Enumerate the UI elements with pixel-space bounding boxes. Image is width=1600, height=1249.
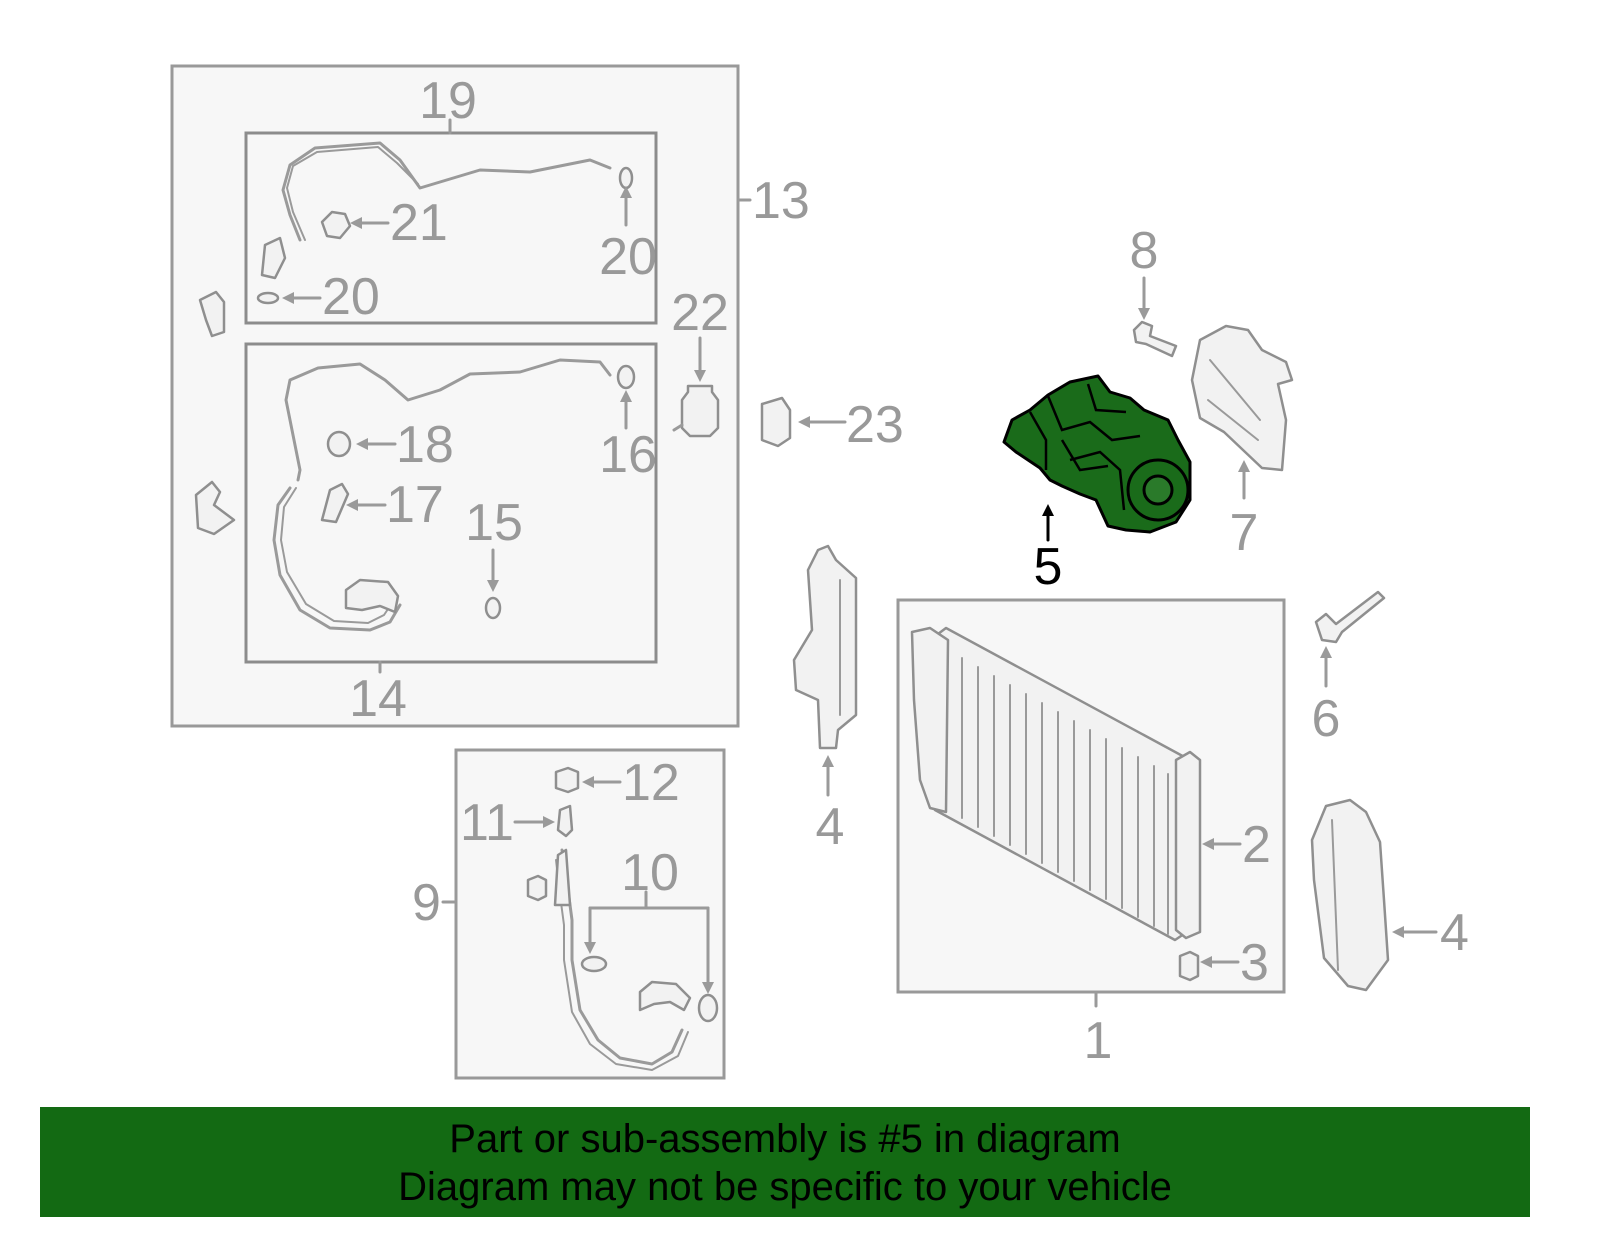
callout-19: 19 <box>419 72 477 130</box>
callout-14: 14 <box>349 670 407 728</box>
callout-21: 21 <box>390 194 448 252</box>
air-guide-4-right <box>1310 798 1390 992</box>
callout-13: 13 <box>752 172 810 230</box>
bolt-6 <box>1314 590 1386 644</box>
info-banner: Part or sub-assembly is #5 in diagram Di… <box>40 1107 1530 1217</box>
callout-4-left: 4 <box>816 798 845 856</box>
clip-21 <box>320 210 352 240</box>
banner-line-2: Diagram may not be specific to your vehi… <box>398 1165 1172 1209</box>
bolt-8 <box>1132 320 1178 358</box>
o-ring-10-b <box>697 993 719 1023</box>
condenser-side-tank <box>910 626 950 814</box>
o-ring-20-left <box>256 291 280 305</box>
plug-3 <box>1178 950 1200 982</box>
callout-17: 17 <box>386 476 444 534</box>
callout-5: 5 <box>1034 538 1063 596</box>
cap-18 <box>326 430 352 458</box>
callout-8: 8 <box>1130 222 1159 280</box>
banner-line-1: Part or sub-assembly is #5 in diagram <box>449 1117 1121 1161</box>
receiver-drier-2 <box>1174 750 1202 940</box>
callout-4-right: 4 <box>1440 904 1469 962</box>
air-guide-4-left <box>792 544 858 750</box>
bracket-23 <box>760 396 792 448</box>
callout-22: 22 <box>671 284 729 342</box>
valve-17 <box>320 482 350 524</box>
callout-16: 16 <box>599 426 657 484</box>
discharge-hose-14 <box>284 358 612 482</box>
o-ring-10-a <box>580 955 608 973</box>
receiver-22 <box>680 384 720 438</box>
group-19-box <box>244 131 658 325</box>
callout-11: 11 <box>460 794 514 852</box>
callout-2: 2 <box>1242 816 1271 874</box>
callout-12: 12 <box>622 754 680 812</box>
o-ring-16 <box>616 364 636 390</box>
compressor-5[interactable] <box>1002 374 1192 534</box>
fitting-9-lower <box>638 980 692 1012</box>
callout-18: 18 <box>396 416 454 474</box>
suction-hose-19 <box>281 141 612 242</box>
fitting-9 <box>553 848 572 907</box>
o-ring-15 <box>484 596 502 620</box>
cap-12 <box>554 766 580 794</box>
callout-3: 3 <box>1240 934 1269 992</box>
cap-9 <box>526 874 548 902</box>
callout-20-top: 20 <box>599 228 657 286</box>
callout-23: 23 <box>846 396 904 454</box>
fitting-19 <box>260 236 287 280</box>
callout-20-left: 20 <box>322 268 380 326</box>
valve-11 <box>556 804 574 838</box>
fitting-14 <box>344 578 400 614</box>
callout-7: 7 <box>1230 504 1259 562</box>
bracket-left-lower <box>194 480 236 536</box>
callout-15: 15 <box>465 494 523 552</box>
o-ring-20-top <box>618 166 634 190</box>
callout-9: 9 <box>412 874 441 932</box>
callout-10: 10 <box>621 844 679 902</box>
callout-1: 1 <box>1084 1012 1113 1070</box>
callout-6: 6 <box>1312 690 1341 748</box>
bracket-left-upper <box>198 290 226 338</box>
